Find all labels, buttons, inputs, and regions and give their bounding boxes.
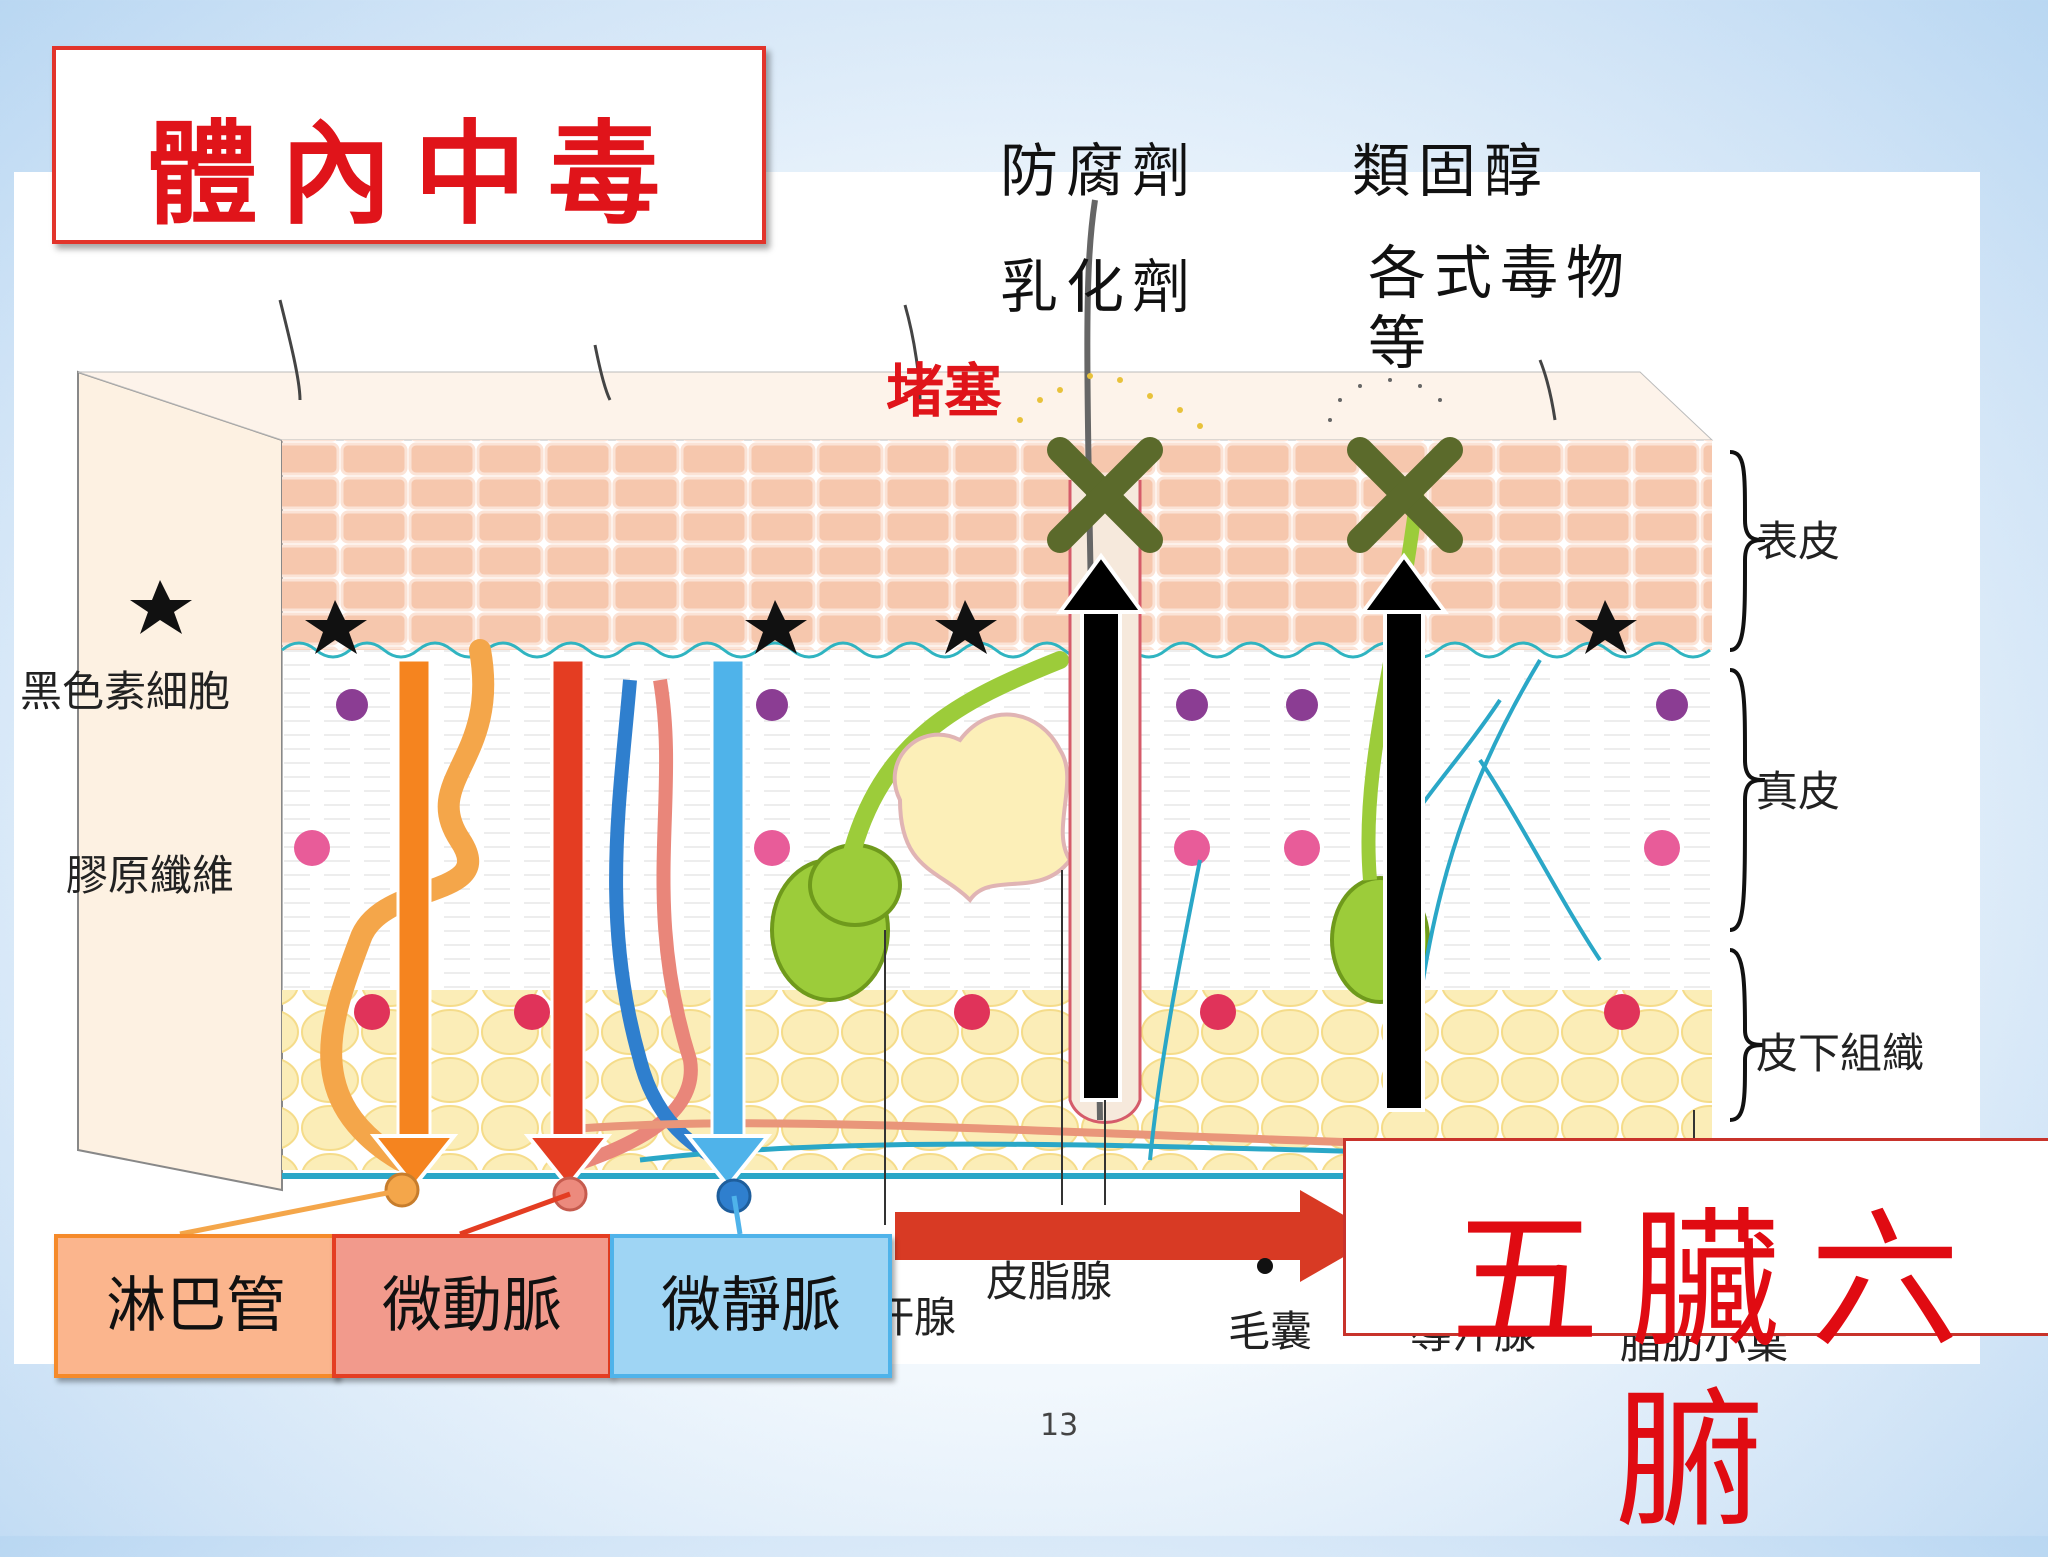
toxin-various-line2: 等 bbox=[1368, 309, 1435, 377]
organs-box bbox=[1343, 1138, 2048, 1336]
venule-box: 微靜脈 bbox=[610, 1234, 892, 1378]
skin-side-face bbox=[77, 370, 283, 1192]
down-arrow-artery bbox=[523, 658, 613, 1190]
toxin-steroid: 類固醇 bbox=[1352, 137, 1551, 205]
arteriole-box: 微動脈 bbox=[332, 1234, 612, 1378]
slide-title: 體內中毒 bbox=[146, 110, 682, 240]
layer-dermis: 真皮 bbox=[1756, 767, 1841, 816]
pore-spray bbox=[1017, 373, 1203, 429]
basement-membrane bbox=[281, 641, 1711, 659]
dermal-cells bbox=[294, 689, 1688, 1030]
toxin-preservative: 防腐劑 bbox=[1000, 137, 1199, 205]
title-box: 體內中毒 bbox=[52, 46, 766, 244]
to-organs-arrow bbox=[895, 1190, 1380, 1282]
epidermis-layer bbox=[282, 440, 1712, 650]
melanocyte-marks bbox=[130, 580, 1637, 654]
block-x-2 bbox=[1347, 437, 1463, 553]
label-sebaceous-gland: 皮脂腺 bbox=[986, 1257, 1113, 1306]
organs-text-line1: 五臟六 bbox=[1450, 1195, 1991, 1369]
label-hair-follicle: 毛囊 bbox=[1228, 1307, 1313, 1356]
layer-subcutaneous: 皮下組織 bbox=[1756, 1029, 1925, 1078]
up-arrow-2 bbox=[1359, 552, 1449, 1112]
lymph-box: 淋巴管 bbox=[54, 1234, 338, 1378]
organs-text-line2: 腑 bbox=[1614, 1375, 1765, 1549]
nerve-fibers bbox=[1148, 658, 1602, 1161]
page-number: 13 bbox=[1040, 1408, 1079, 1443]
sebaceous-gland bbox=[892, 712, 1073, 904]
toxin-emulsifier: 乳化劑 bbox=[1000, 253, 1199, 321]
lymph-vessel bbox=[320, 639, 495, 1171]
up-arrow-1 bbox=[1056, 552, 1146, 1102]
down-arrow-lymph bbox=[369, 658, 459, 1190]
down-arrow-vein bbox=[683, 658, 773, 1190]
toxin-various-line1: 各式毒物 bbox=[1368, 239, 1633, 307]
blockage-label: 堵塞 bbox=[886, 357, 1003, 425]
block-x-1 bbox=[1047, 437, 1163, 553]
artery-network bbox=[557, 678, 698, 1177]
label-melanocyte: 黑色素細胞 bbox=[20, 667, 231, 716]
layer-epidermis: 表皮 bbox=[1756, 517, 1841, 566]
label-collagen: 膠原纖維 bbox=[66, 851, 235, 900]
layer-brackets bbox=[1729, 450, 1766, 1122]
